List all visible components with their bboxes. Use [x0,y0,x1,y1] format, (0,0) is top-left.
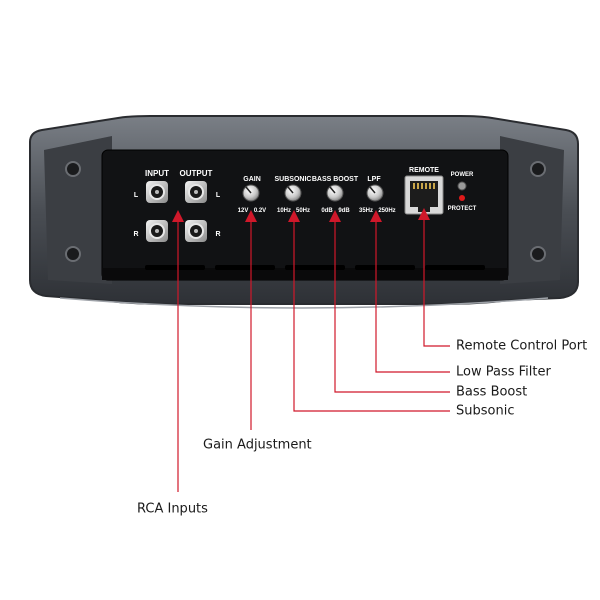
screw-icon [530,161,546,177]
callout-arrows [172,208,430,222]
bass-boost-label: BASS BOOST [312,176,359,183]
remote-port[interactable] [404,175,444,215]
callout-line-subsonic [293,214,450,412]
screw-icon [530,246,546,262]
arrow-up-icon [288,210,300,222]
power-label: POWER [451,172,474,178]
callout-line-remote [423,212,450,347]
lpf-label: LPF [367,176,381,183]
remote-label: REMOTE [409,167,439,174]
callout-remote-control-port: Remote Control Port [456,339,587,354]
subsonic-knob[interactable] [284,184,302,202]
rca-input-right-jack[interactable] [146,220,168,242]
arrow-up-icon [329,210,341,222]
right-input-label: R [133,231,138,238]
arrow-up-icon [370,210,382,222]
input-label: INPUT [145,169,169,178]
callout-subsonic: Subsonic [456,404,514,419]
arrow-up-icon [418,208,430,220]
callout-rca-inputs: RCA Inputs [137,502,208,517]
bass-scale-min: 0dB [321,208,333,214]
left-output-label: L [216,192,221,199]
bass-boost-knob[interactable] [326,184,344,202]
lpf-scale-min: 35Hz [359,208,373,214]
callout-gain-adjustment: Gain Adjustment [203,438,312,453]
callout-bass-boost: Bass Boost [456,385,527,400]
gain-scale-min: 12V [238,208,249,214]
screw-icon [65,161,81,177]
protect-led-icon [459,195,465,201]
screw-icon [65,246,81,262]
rca-jacks [146,181,207,242]
gain-knob[interactable] [242,184,260,202]
callout-line-bass-boost [334,214,450,393]
bass-scale-max: 9dB [338,208,350,214]
subsonic-scale-max: 50Hz [296,208,310,214]
rca-output-left-jack[interactable] [185,181,207,203]
lpf-scale-max: 250Hz [378,208,395,214]
left-input-label: L [134,192,139,199]
callout-low-pass-filter: Low Pass Filter [456,365,551,380]
power-led-icon [457,181,467,191]
rca-input-left-jack[interactable] [146,181,168,203]
protect-label: PROTECT [448,206,477,212]
subsonic-label: SUBSONIC [275,176,312,183]
callout-line-lpf [375,214,450,373]
vent-slots [145,265,485,270]
right-output-label: R [215,231,220,238]
rca-output-right-jack[interactable] [185,220,207,242]
subsonic-scale-min: 10Hz [277,208,291,214]
output-label: OUTPUT [180,169,213,178]
arrow-up-icon [245,210,257,222]
callout-lines [177,212,450,492]
arrow-up-icon [172,210,184,222]
gain-label: GAIN [243,176,261,183]
lpf-knob[interactable] [366,184,384,202]
chassis-screws [65,161,546,262]
gain-scale-max: 0.2V [254,208,266,214]
